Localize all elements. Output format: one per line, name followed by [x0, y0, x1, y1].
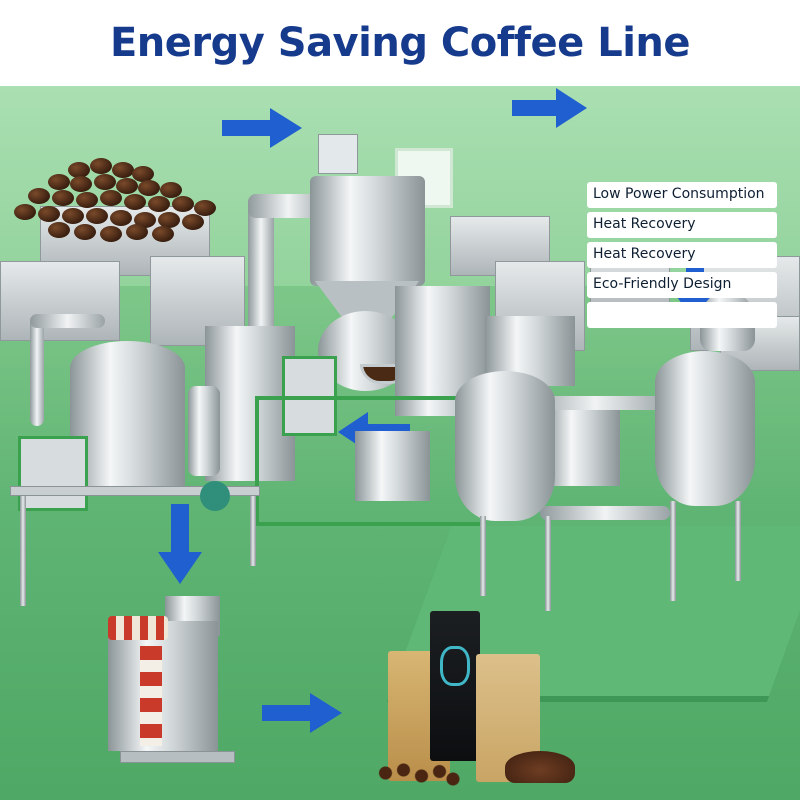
tank-leg	[480, 516, 486, 596]
machine-cabinet	[355, 431, 430, 501]
feature-label-list: Low Power Consumption Heat Recovery Heat…	[587, 182, 777, 332]
tank-leg	[545, 516, 551, 611]
machine-cabinet	[205, 326, 295, 481]
page-title: Energy Saving Coffee Line	[109, 20, 691, 66]
background-machine	[0, 261, 120, 341]
packaging-film	[140, 646, 162, 746]
table-leg	[20, 496, 26, 606]
grinder-tank	[70, 341, 185, 491]
control-panel	[18, 436, 88, 511]
feature-label-empty	[587, 302, 777, 328]
feature-label: Heat Recovery	[587, 212, 777, 238]
feature-label: Heat Recovery	[587, 242, 777, 268]
film-roll	[108, 616, 168, 640]
control-box	[318, 134, 358, 174]
factory-scene: Low Power Consumption Heat Recovery Heat…	[0, 86, 800, 800]
coffee-bag	[430, 611, 480, 761]
feed-pipe	[30, 316, 44, 426]
machine-cabinet	[545, 396, 620, 486]
grinder-table	[10, 486, 260, 496]
packaging-machine	[108, 621, 218, 751]
tank-leg	[735, 501, 741, 581]
exhaust-pipe	[248, 196, 274, 346]
packaging-base	[120, 751, 235, 763]
coffee-beans-pile	[8, 156, 223, 246]
ground-coffee-pile	[505, 751, 575, 783]
filter-cylinder	[188, 386, 220, 476]
arrow-right-icon	[262, 693, 342, 733]
coffee-beans-scattered	[372, 758, 462, 788]
hopper-tank	[310, 176, 425, 286]
arrow-right-icon	[222, 108, 302, 148]
feed-pipe	[30, 314, 105, 328]
arrow-down-icon	[158, 504, 202, 584]
grinder-motor	[200, 481, 230, 511]
feature-label: Eco-Friendly Design	[587, 272, 777, 298]
tank-leg	[670, 501, 676, 601]
pressure-tank	[655, 351, 755, 506]
pressure-tank	[455, 371, 555, 521]
table-leg	[250, 496, 256, 566]
feature-label: Low Power Consumption	[587, 182, 777, 208]
title-bar: Energy Saving Coffee Line	[0, 0, 800, 86]
arrow-right-icon	[512, 88, 587, 128]
connecting-pipe	[540, 506, 670, 520]
connecting-pipe	[520, 396, 670, 410]
coffee-bag-logo	[440, 646, 470, 686]
